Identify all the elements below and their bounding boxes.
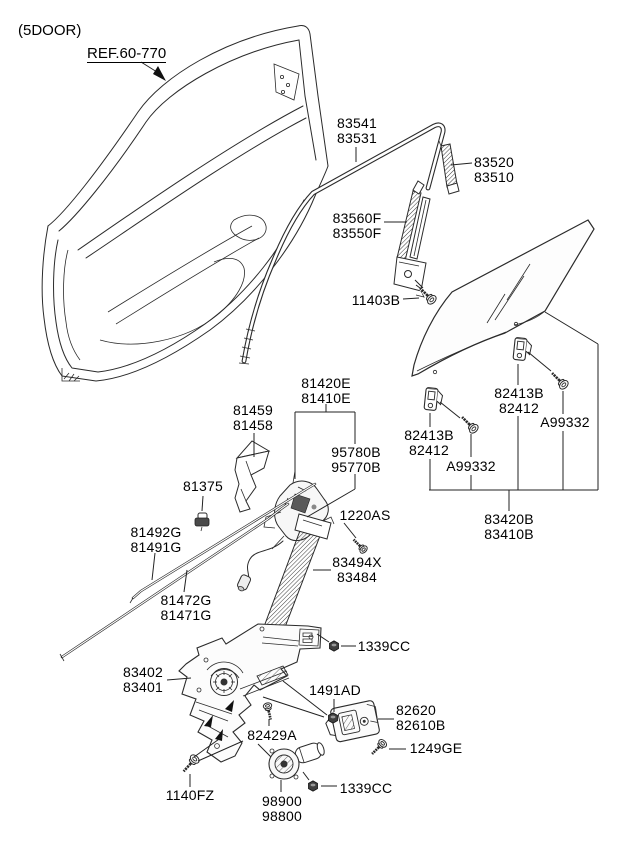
callout-1339CC-top-line-0: 1339CC bbox=[357, 638, 411, 654]
variant-title: (5DOOR) bbox=[18, 22, 82, 39]
run-channel-drawing bbox=[239, 125, 443, 364]
callout-83420B-83410B-line-0: 83420B bbox=[484, 511, 534, 527]
lock-rod-bent bbox=[130, 484, 315, 603]
callout-1140FZ-line-0: 1140FZ bbox=[165, 787, 215, 803]
callout-83520-83510-line-0: 83520 bbox=[474, 154, 514, 170]
actuator-drawing bbox=[323, 700, 381, 744]
reference-label: REF.60-770 bbox=[87, 45, 167, 63]
division-channel-drawing bbox=[439, 141, 459, 194]
door-panel-drawing bbox=[42, 25, 328, 381]
callout-98900-98800-line-1: 98800 bbox=[262, 807, 302, 824]
callout-82413B-82412-left-line-0: 82413B bbox=[404, 427, 454, 443]
callout-11403B-line-0: 11403B bbox=[351, 292, 401, 308]
callout-1249GE: 1249GE bbox=[410, 741, 463, 756]
lock-rod-long bbox=[60, 504, 288, 661]
regulator-drawing bbox=[179, 624, 321, 762]
grommet-81375 bbox=[195, 513, 209, 531]
callout-A99332-right-line-0: A99332 bbox=[540, 414, 590, 430]
callout-83494X-83484-line-1: 83484 bbox=[337, 568, 377, 585]
callout-81459-81458-line-0: 81459 bbox=[233, 402, 273, 418]
callout-A99332-left-line-0: A99332 bbox=[446, 458, 496, 474]
callout-81472G-81471G-line-0: 81472G bbox=[160, 592, 212, 608]
callout-11403B: 11403B bbox=[352, 293, 400, 308]
callout-1220AS: 1220AS bbox=[339, 508, 390, 523]
callout-82413B-82412-right-line-1: 82412 bbox=[499, 399, 539, 416]
callout-83494X-83484-line-0: 83494X bbox=[332, 554, 382, 570]
callout-81472G-81471G-line-1: 81471G bbox=[160, 606, 212, 623]
callout-95780B-95770B-line-0: 95780B bbox=[331, 444, 381, 460]
motor-drawing bbox=[269, 740, 326, 779]
callout-1339CC-top: 1339CC bbox=[358, 639, 411, 654]
callout-83402-83401-line-0: 83402 bbox=[123, 664, 163, 680]
callout-1249GE-line-0: 1249GE bbox=[409, 740, 463, 756]
callout-81459-81458-line-1: 81458 bbox=[233, 416, 273, 433]
callout-81492G-81491G-line-0: 81492G bbox=[130, 524, 182, 540]
callout-82413B-82412-left-line-1: 82412 bbox=[409, 441, 449, 458]
reference-arrow bbox=[141, 62, 166, 81]
callout-81420E-81410E-line-1: 81410E bbox=[301, 389, 351, 406]
callout-1339CC-bottom-line-0: 1339CC bbox=[339, 780, 393, 796]
callout-A99332-left: A99332 bbox=[446, 459, 495, 474]
callout-82429A-line-0: 82429A bbox=[247, 727, 297, 743]
callout-95780B-95770B-line-1: 95770B bbox=[331, 458, 381, 475]
callout-81375: 81375 bbox=[183, 479, 223, 494]
callout-83560F-83550F-line-1: 83550F bbox=[332, 224, 382, 241]
callout-83560F-83550F-line-0: 83560F bbox=[332, 210, 382, 226]
callout-1339CC-bottom: 1339CC bbox=[340, 781, 393, 796]
callout-1140FZ: 1140FZ bbox=[166, 788, 214, 803]
callout-83541-83531-line-1: 83531 bbox=[337, 129, 377, 146]
callout-83402-83401-line-1: 83401 bbox=[123, 678, 163, 695]
door-glass-drawing bbox=[412, 220, 594, 376]
callout-82620-82610B-line-0: 82620 bbox=[396, 702, 436, 718]
callout-81420E-81410E-line-0: 81420E bbox=[301, 375, 351, 391]
callout-83541-83531-line-0: 83541 bbox=[337, 115, 377, 131]
callout-1491AD-line-0: 1491AD bbox=[309, 682, 361, 698]
callout-83520-83510-line-1: 83510 bbox=[474, 168, 514, 185]
callout-leader-lines bbox=[152, 147, 598, 792]
callout-81492G-81491G-line-1: 81491G bbox=[130, 538, 182, 555]
callout-98900-98800-line-0: 98900 bbox=[262, 793, 302, 809]
latch-cover-drawing bbox=[235, 441, 269, 512]
callout-82620-82610B-line-1: 82610B bbox=[396, 716, 446, 733]
callout-1491AD: 1491AD bbox=[309, 683, 361, 698]
latch-cable-drawing bbox=[236, 541, 283, 593]
callout-83420B-83410B-line-1: 83410B bbox=[484, 525, 534, 542]
callout-A99332-right: A99332 bbox=[540, 415, 589, 430]
callout-82413B-82412-right-line-0: 82413B bbox=[494, 385, 544, 401]
callout-1220AS-line-0: 1220AS bbox=[339, 507, 391, 523]
callout-81375-line-0: 81375 bbox=[183, 478, 223, 494]
guide-channel-drawing bbox=[259, 514, 334, 648]
callout-82429A: 82429A bbox=[247, 728, 296, 743]
